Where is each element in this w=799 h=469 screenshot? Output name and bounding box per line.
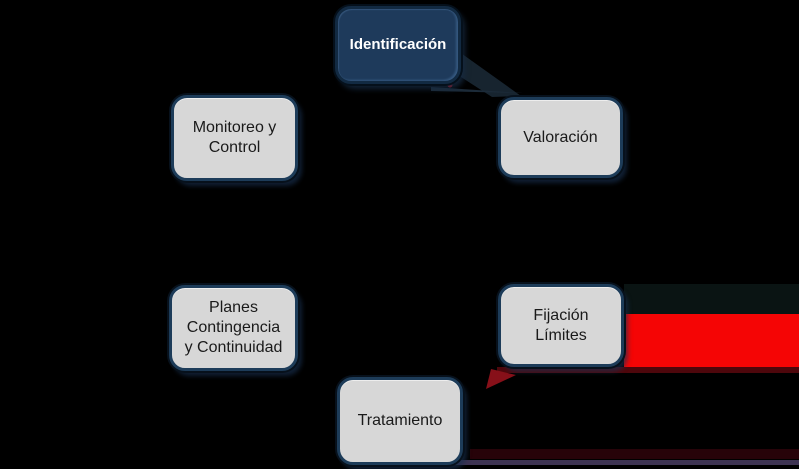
node-fijacion-limites-label: Fijación Límites — [533, 306, 589, 344]
red-dot-artifact — [447, 82, 453, 88]
arrow-red-body — [624, 314, 799, 367]
arrow-red-head — [486, 369, 516, 389]
arrow-identificacion-to-valoracion — [447, 46, 521, 97]
node-tratamiento: Tratamiento — [337, 377, 463, 465]
node-valoracion: Valoración — [498, 97, 623, 178]
arrow-identificacion-to-valoracion-streak — [431, 87, 523, 93]
arrow-red-underline — [497, 367, 799, 373]
node-valoracion-label: Valoración — [523, 128, 598, 146]
node-identificacion: Identificación — [335, 6, 461, 84]
node-tratamiento-label: Tratamiento — [357, 412, 443, 429]
node-planes-contingencia-label: Planes Contingencia y Continuidad — [184, 299, 283, 356]
arrow-red-shadow-band — [624, 284, 799, 315]
node-monitoreo-control: Monitoreo y Control — [171, 95, 298, 181]
node-planes-contingencia: Planes Contingencia y Continuidad — [169, 285, 298, 371]
bottom-purple-line — [428, 460, 799, 465]
node-monitoreo-control-label: Monitoreo y Control — [192, 119, 277, 156]
node-fijacion-limites: Fijación Límites — [498, 284, 624, 367]
node-identificacion-label: Identificación — [349, 35, 447, 53]
bottom-red-band — [470, 449, 799, 459]
